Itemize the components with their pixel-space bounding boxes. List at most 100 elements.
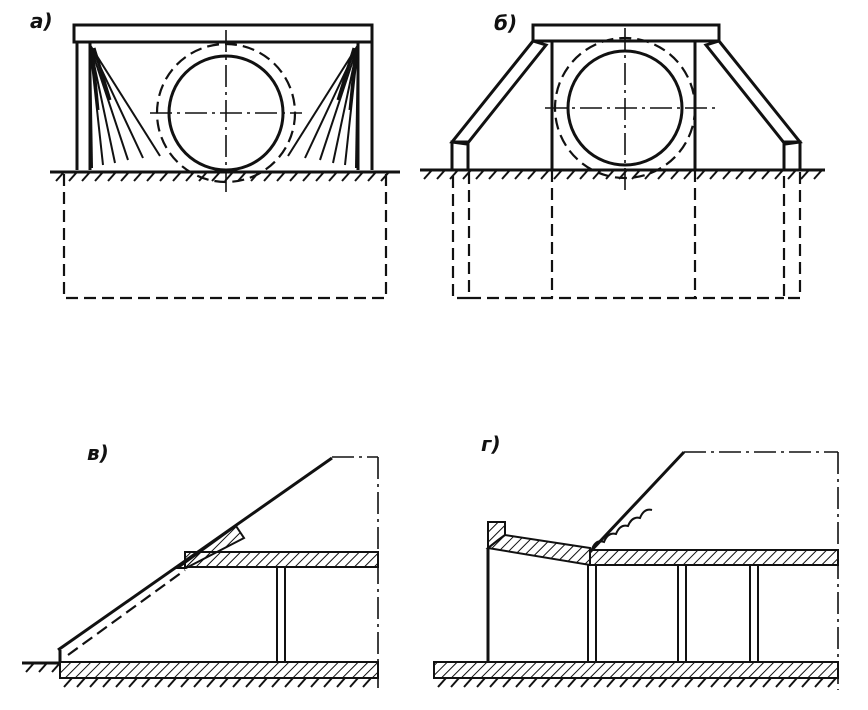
panel-b-ground-hatch (423, 169, 823, 180)
ground-hatch-tick (606, 677, 616, 688)
panel-b: б) (420, 11, 825, 300)
ground-hatch-tick (450, 677, 460, 688)
ground-hatch-tick (501, 169, 511, 180)
ground-hatch-tick (341, 171, 351, 182)
panel-g-post-1 (587, 564, 597, 663)
panel-b-pipe (566, 49, 684, 167)
ground-hatch-tick (788, 677, 798, 688)
ground-hatch-tick (185, 171, 195, 182)
ground-hatch-tick (814, 677, 824, 688)
ground-hatch-tick (670, 169, 680, 180)
ground-hatch-tick (107, 171, 117, 182)
ground-hatch-tick (593, 677, 603, 688)
ground-hatch-tick (206, 677, 216, 688)
ground-hatch-tick (618, 169, 628, 180)
ground-hatch-tick (683, 169, 693, 180)
ground-hatch-tick (801, 677, 811, 688)
ground-hatch-tick (437, 677, 447, 688)
ground-hatch-tick (68, 171, 78, 182)
panel-a: а) (30, 9, 400, 300)
ground-hatch-tick (198, 171, 208, 182)
ground-hatch-tick (289, 171, 299, 182)
ground-hatch-tick (696, 169, 706, 180)
ground-hatch-tick (735, 169, 745, 180)
ground-hatch-tick (554, 677, 564, 688)
panel-a-foundation-outline (62, 170, 388, 300)
ground-hatch-tick (774, 169, 784, 180)
panel-g-bottom-slab (433, 661, 839, 679)
ground-hatch-tick (258, 677, 268, 688)
ground-hatch-tick (172, 171, 182, 182)
ground-hatch-tick (736, 677, 746, 688)
panel-g-upper-slab (589, 549, 839, 566)
ground-hatch-tick (302, 171, 312, 182)
ground-hatch-tick (423, 169, 433, 180)
panel-g-post-2 (677, 564, 687, 663)
ground-hatch-tick (224, 171, 234, 182)
panel-b-left-strut (449, 39, 549, 146)
panel-v-slope-dashed (67, 569, 186, 656)
ground-hatch-tick (553, 169, 563, 180)
ground-hatch-tick (271, 677, 281, 688)
ground-hatch-tick (276, 171, 286, 182)
ground-hatch-tick (367, 171, 377, 182)
ground-hatch-tick (515, 677, 525, 688)
ground-hatch-tick (541, 677, 551, 688)
ground-hatch-tick (76, 677, 86, 688)
ground-hatch-tick (723, 677, 733, 688)
panel-b-left-foot (450, 140, 470, 172)
ground-hatch-tick (315, 171, 325, 182)
ground-hatch-tick (605, 169, 615, 180)
ground-hatch-tick (463, 677, 473, 688)
panel-v-label: в) (87, 441, 109, 465)
panel-b-top-beam (531, 23, 721, 43)
ground-hatch-tick (297, 677, 307, 688)
ground-hatch-tick (133, 171, 143, 182)
panel-a-label: а) (30, 9, 53, 33)
ground-hatch-tick (567, 677, 577, 688)
panel-v-bottom-slab (59, 661, 379, 679)
ground-hatch-tick (154, 677, 164, 688)
ground-hatch-tick (657, 169, 667, 180)
ground-hatch-tick (362, 677, 372, 688)
ground-hatch-tick (697, 677, 707, 688)
panel-a-right-braces (287, 44, 359, 169)
ground-hatch-tick (180, 677, 190, 688)
panel-g-label: г) (481, 432, 501, 456)
ground-hatch-tick (827, 677, 837, 688)
ground-hatch-tick (38, 662, 48, 673)
ground-hatch-tick (489, 677, 499, 688)
ground-hatch-tick (775, 677, 785, 688)
panel-g-ground-hatch (437, 677, 837, 688)
ground-hatch-tick (566, 169, 576, 180)
ground-hatch-tick (644, 169, 654, 180)
ground-hatch-tick (488, 169, 498, 180)
panel-a-top-beam (72, 23, 374, 44)
ground-hatch-tick (237, 171, 247, 182)
ground-hatch-tick (619, 677, 629, 688)
panel-g-apron (485, 533, 591, 567)
ground-hatch-tick (323, 677, 333, 688)
ground-hatch-tick (263, 171, 273, 182)
ground-hatch-tick (25, 662, 35, 673)
ground-hatch-tick (250, 171, 260, 182)
ground-hatch-tick (514, 169, 524, 180)
ground-hatch-tick (51, 662, 61, 673)
ground-hatch-tick (475, 169, 485, 180)
panel-v-ground-hatch-left (25, 662, 61, 673)
ground-hatch-tick (94, 171, 104, 182)
ground-hatch-tick (528, 677, 538, 688)
ground-hatch-tick (722, 169, 732, 180)
panel-v-slope-protection (174, 524, 246, 569)
ground-hatch-tick (232, 677, 242, 688)
ground-hatch-tick (631, 169, 641, 180)
ground-hatch-tick (540, 169, 550, 180)
ground-hatch-tick (245, 677, 255, 688)
panel-v: в) (22, 441, 379, 688)
ground-hatch-tick (141, 677, 151, 688)
ground-hatch-tick (645, 677, 655, 688)
ground-hatch-tick (146, 171, 156, 182)
ground-hatch-tick (502, 677, 512, 688)
ground-hatch-tick (710, 677, 720, 688)
